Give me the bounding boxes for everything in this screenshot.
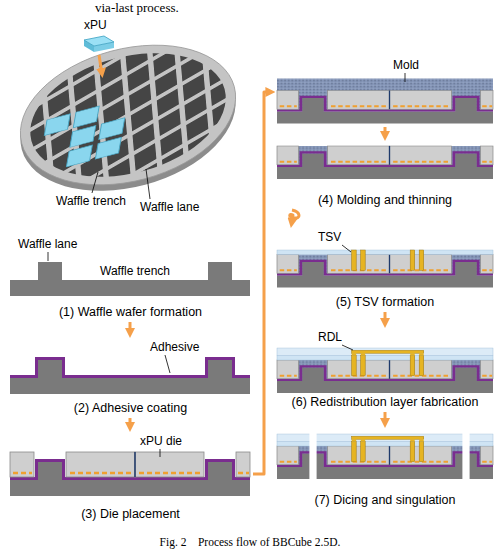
wafer-side [5,29,252,213]
part-label: Waffle trench [56,194,126,208]
placed-dies [37,98,128,175]
xpu-block [84,36,114,52]
leader-line [342,345,353,350]
flow-arrow [253,92,268,474]
part-label: Mold [393,58,419,72]
process-step: (7) Dicing and singulation [275,428,495,510]
leader-line [160,449,161,457]
process-step: (6) Redistribution layer fabrication [275,328,495,412]
process-step: (3) Die placement [8,432,253,524]
cross-section [277,348,493,393]
leader-line [405,73,406,82]
wafer-top [5,23,252,207]
step-caption: (4) Molding and thinning [318,193,452,208]
leader-line [146,169,150,199]
step-caption: (1) Waffle wafer formation [59,305,202,320]
step-caption: (5) TSV formation [336,295,434,310]
flow-arrow [129,322,132,331]
process-step: (2) Adhesive coating [8,338,253,418]
cross-section [277,250,493,288]
part-label: Waffle lane [140,200,199,214]
cross-section [277,433,493,481]
part-label: xPU [84,18,107,32]
step-arrow [384,127,387,134]
leader-line [92,172,98,193]
leader-line [165,355,170,373]
step-caption: (2) Adhesive coating [74,401,187,416]
figure-caption: Fig. 2 Process flow of BBCube 2.5D. [160,536,341,548]
leader-line [342,245,351,252]
process-step: (1) Waffle wafer formation [8,252,253,322]
cross-section [10,359,250,395]
flow-arrow [384,412,387,421]
part-label: Adhesive [150,340,199,354]
process-step: (5) TSV formation [275,228,495,312]
part-label: xPU die [140,434,182,448]
part-label: Waffle trench [100,264,170,278]
leader-line [48,252,49,261]
flow-arrow [290,210,299,221]
cross-section [10,452,250,496]
step-caption: (3) Die placement [81,507,180,522]
part-label: RDL [318,330,342,344]
cross-section [10,262,250,296]
step-caption: (7) Dicing and singulation [314,493,455,508]
figure-caption-row: Fig. 2 Process flow of BBCube 2.5D. [0,532,500,550]
body-text: via-last process. [95,0,179,15]
cross-section [277,79,493,124]
flow-arrow [129,418,132,425]
step-caption: (6) Redistribution layer fabrication [292,395,479,410]
flow-arrow [384,312,387,321]
part-label: Waffle lane [18,237,77,251]
process-step: (4) Molding and thinning [275,58,495,210]
waffle-grid [16,33,239,197]
cross-section [277,146,493,179]
placement-arrow [99,55,102,71]
part-label: TSV [318,230,341,244]
